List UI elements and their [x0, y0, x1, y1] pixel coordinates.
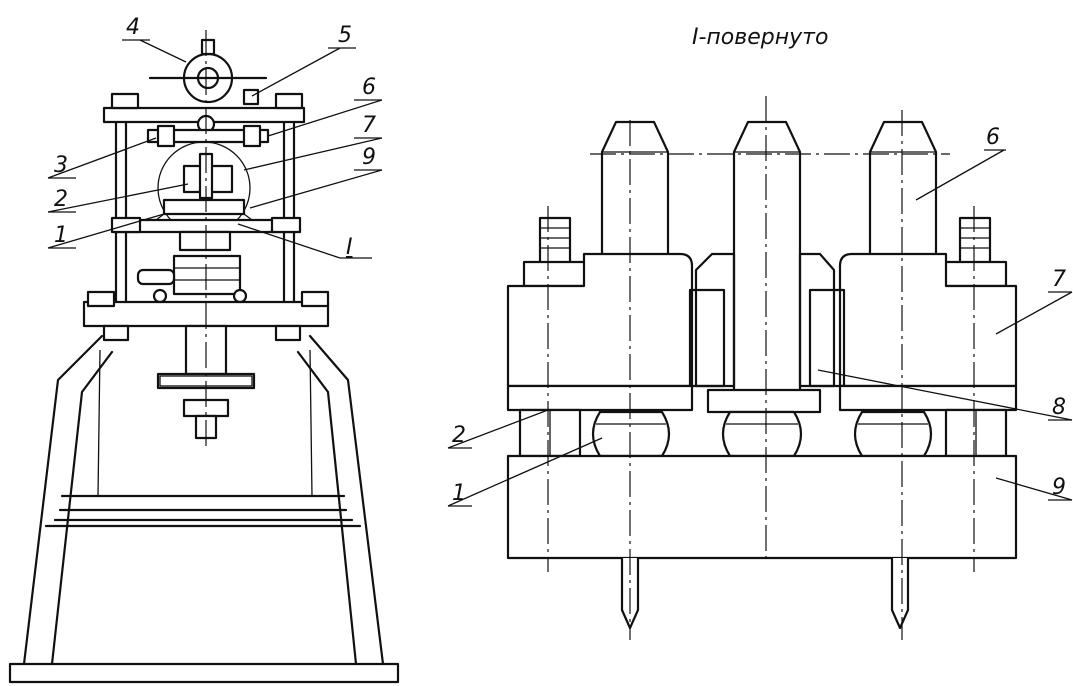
lower-die-plate — [506, 454, 1018, 560]
detail-view: I-повернуто — [447, 25, 1073, 640]
nut — [300, 290, 330, 308]
mechanism-housing — [172, 254, 242, 296]
press-front-view: 4 5 6 7 3 9 2 1 I — [8, 15, 400, 684]
label-2: 2 — [54, 187, 68, 212]
label-6: 6 — [362, 75, 376, 100]
bushing-right — [798, 252, 836, 388]
guide-columns — [114, 98, 296, 304]
label-4: 4 — [126, 15, 140, 40]
bushing-left — [694, 252, 736, 388]
label-3: 3 — [54, 153, 68, 178]
balls — [591, 410, 933, 458]
die-base — [162, 198, 246, 216]
nut — [86, 290, 116, 308]
lever — [136, 268, 176, 286]
leader-lines-detail — [447, 149, 1073, 507]
table-plate — [112, 218, 298, 234]
label-1: 1 — [452, 481, 466, 506]
center-spacer — [706, 388, 822, 414]
label-7: 7 — [1052, 267, 1066, 292]
label-9: 9 — [1052, 475, 1066, 500]
bushing-right-inner — [808, 288, 846, 388]
nut — [102, 324, 130, 342]
nut — [110, 92, 140, 110]
label-9: 9 — [362, 145, 376, 170]
bolts — [522, 216, 1008, 288]
label-8: 8 — [1052, 395, 1066, 420]
knob — [242, 88, 260, 106]
bushing-left-inner — [688, 288, 726, 388]
nut — [274, 92, 304, 110]
base-plate — [8, 662, 400, 684]
leader-lines — [47, 39, 383, 259]
upper-block-right — [838, 252, 1018, 388]
label-2: 2 — [452, 423, 466, 448]
centerlines — [547, 96, 975, 640]
nut — [274, 324, 302, 342]
nut — [270, 216, 302, 234]
locating-pin-right — [890, 558, 910, 630]
punches — [600, 120, 938, 390]
label-7: 7 — [362, 113, 376, 138]
stand-frame — [22, 334, 385, 666]
label-5: 5 — [338, 23, 352, 48]
upper-block-left — [506, 252, 694, 388]
label-I: I — [346, 235, 353, 260]
label-6: 6 — [986, 125, 1000, 150]
label-1: 1 — [54, 223, 68, 248]
view-title: I-повернуто — [692, 25, 828, 50]
